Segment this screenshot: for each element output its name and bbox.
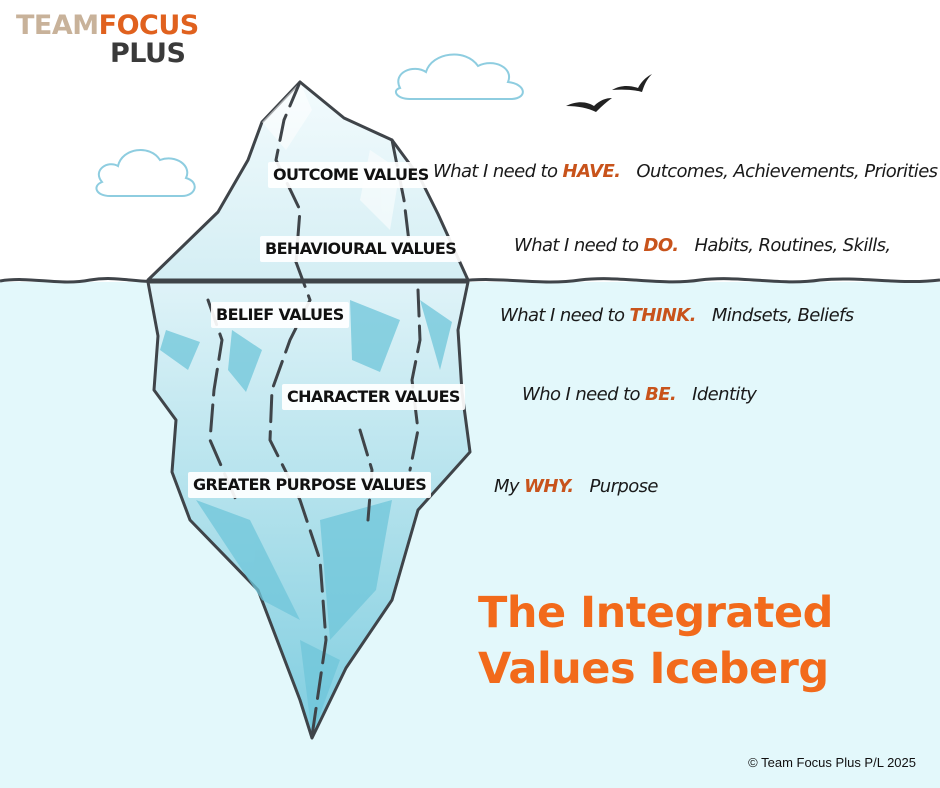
description-detail: Identity	[692, 384, 757, 405]
page-title: The Integrated Values Iceberg	[478, 585, 848, 697]
description-prefix: What I need to	[433, 161, 563, 182]
description-row-have: What I need to HAVE. Outcomes, Achievemen…	[433, 160, 938, 184]
ice-facets	[160, 300, 452, 736]
description-keyword: WHY.	[524, 476, 574, 497]
logo-word-plus: PLUS	[110, 38, 186, 69]
description-row-think: What I need to THINK. Mindsets, Beliefs	[500, 304, 854, 328]
cloud-icon	[394, 53, 524, 100]
label-character-values: CHARACTER VALUES	[282, 384, 465, 410]
logo-word-focus: FOCUS	[98, 10, 200, 41]
bird-icon	[566, 98, 612, 112]
label-behavioural-values: BEHAVIOURAL VALUES	[260, 236, 462, 262]
cloud-icon	[95, 148, 196, 197]
description-keyword: THINK.	[629, 305, 697, 326]
description-keyword: DO.	[643, 235, 679, 256]
waterline	[0, 277, 940, 284]
description-prefix: What I need to	[514, 235, 644, 256]
description-detail: Mindsets, Beliefs	[711, 305, 854, 326]
description-detail: Habits, Routines, Skills,	[694, 235, 891, 256]
copyright-text: © Team Focus Plus P/L 2025	[748, 755, 916, 770]
label-belief-values: BELIEF VALUES	[211, 302, 349, 328]
label-greater-purpose-values: GREATER PURPOSE VALUES	[188, 472, 432, 498]
description-row-why: My WHY. Purpose	[494, 475, 658, 499]
description-detail: Outcomes, Achievements, Priorities	[636, 161, 938, 182]
brand-logo: TEAMFOCUS PLUS	[16, 12, 199, 67]
water-area	[0, 282, 940, 788]
title-line-1: The Integrated	[478, 588, 833, 638]
description-row-be: Who I need to BE. Identity	[522, 383, 757, 407]
description-prefix: Who I need to	[522, 384, 646, 405]
description-row-do: What I need to DO. Habits, Routines, Skil…	[514, 234, 891, 258]
bird-icon	[612, 74, 652, 92]
description-keyword: HAVE.	[562, 161, 621, 182]
title-line-2: Values Iceberg	[478, 644, 829, 694]
description-detail: Purpose	[589, 476, 659, 497]
description-keyword: BE.	[645, 384, 677, 405]
description-prefix: What I need to	[500, 305, 630, 326]
description-prefix: My	[494, 476, 525, 497]
label-outcome-values: OUTCOME VALUES	[268, 162, 434, 188]
logo-word-team: TEAM	[16, 10, 99, 41]
